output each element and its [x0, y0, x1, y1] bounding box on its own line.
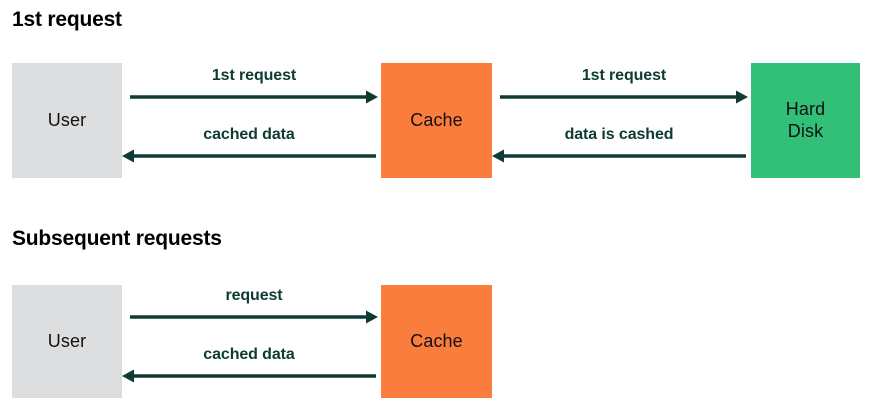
- node-cache-label: Cache: [410, 109, 463, 130]
- edge-label-user-to-cache: 1st request: [211, 67, 297, 84]
- node-user[interactable]: User: [12, 63, 122, 178]
- edge-label-user-to-cache-subsequent: request: [225, 287, 283, 304]
- edge-cache-to-user-subsequent: [122, 369, 376, 383]
- node-user-label: User: [47, 109, 87, 130]
- node-hard-disk-label: Hard Disk: [786, 99, 825, 141]
- edge-hard-disk-to-cache: [492, 149, 746, 163]
- node-hard-disk-label-line1: Hard: [785, 99, 826, 120]
- edge-user-to-cache: [130, 90, 378, 104]
- node-user-subsequent[interactable]: User: [12, 285, 122, 398]
- edge-label-cache-to-user: cached data: [203, 126, 295, 143]
- node-cache-subsequent[interactable]: Cache: [381, 285, 492, 398]
- edge-cache-to-user: [122, 149, 376, 163]
- node-user-subsequent-label: User: [47, 330, 87, 351]
- node-hard-disk-label-line2: Disk: [787, 120, 824, 141]
- section-title-subsequent-requests: Subsequent requests: [12, 227, 222, 250]
- node-hard-disk[interactable]: Hard Disk: [751, 63, 860, 178]
- section-title-first-request: 1st request: [12, 8, 122, 31]
- edge-label-cache-to-user-subsequent: cached data: [203, 346, 295, 363]
- edge-label-hard-disk-to-cache: data is cashed: [564, 126, 674, 143]
- node-cache[interactable]: Cache: [381, 63, 492, 178]
- node-cache-subsequent-label: Cache: [410, 330, 463, 351]
- edge-user-to-cache-subsequent: [130, 310, 378, 324]
- edge-cache-to-hard-disk: [500, 90, 748, 104]
- edge-label-cache-to-hard-disk: 1st request: [581, 67, 667, 84]
